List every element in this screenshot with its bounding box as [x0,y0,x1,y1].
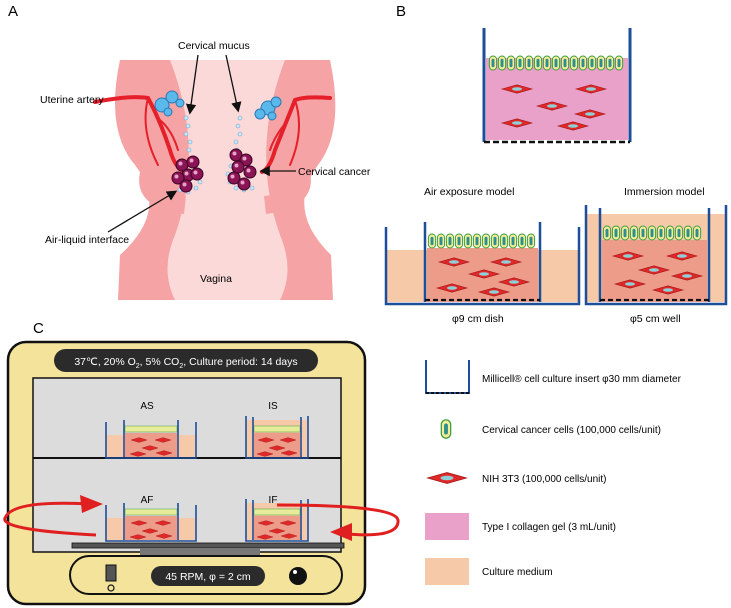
insert-af [105,503,197,542]
shaker-speed-text: 45 RPM, φ = 2 cm [165,571,251,583]
panel-b-label: B [396,3,406,20]
rotation-arrows [3,501,400,537]
legend-nih3t3: NIH 3T3 (100,000 cells/unit) [482,474,607,485]
arrow-mucus-right [225,54,242,113]
label-cervical-cancer: Cervical cancer [298,166,371,178]
insert-as [105,420,197,459]
group-if-label: IF [269,495,278,506]
legend-collagen-swatch [425,513,469,540]
label-air-exposure-model: Air exposure model [424,186,514,198]
panel-c-label: C [33,320,44,337]
conditions-pill [54,349,318,372]
shaker-platform [71,542,345,549]
cervical-canal [167,60,288,300]
legend: Millicell® cell culture insert φ30 mm di… [425,360,682,585]
cervix-illustration [115,60,336,300]
label-well: φ5 cm well [630,313,681,325]
immersion-well [584,205,728,306]
label-immersion-model: Immersion model [624,186,705,198]
shaker: 45 RPM, φ = 2 cm [69,542,345,595]
label-dish: φ9 cm dish [452,313,504,325]
group-as-label: AS [140,401,154,412]
arrow-interface [107,190,178,233]
label-air-liquid-interface: Air-liquid interface [45,234,129,246]
insert-diagram-top [482,28,632,144]
legend-collagen: Type I collagen gel (3 mL/unit) [482,522,616,533]
legend-medium: Culture medium [482,567,553,578]
group-af-label: AF [141,495,154,506]
arrow-head-right [330,523,352,541]
legend-cancer-cell-icon [440,419,452,439]
dial-knob-icon [289,567,307,585]
arrow-mucus-left [185,54,199,115]
arrow-head-left [80,495,103,513]
conditions-text: 37℃, 20% O2, 5% CO2, Culture period: 14 … [74,356,297,370]
air-exposure-dish [384,222,581,306]
legend-insert: Millicell® cell culture insert φ30 mm di… [482,374,682,385]
label-vagina: Vagina [200,273,232,285]
legend-cancer-cells: Cervical cancer cells (100,000 cells/uni… [482,425,661,436]
shaker-pill [151,566,265,586]
insert-is [245,416,309,459]
label-uterine-artery: Uterine artery [40,94,104,106]
panel-a-label: A [8,3,18,20]
legend-medium-swatch [425,558,469,585]
group-is-label: IS [268,401,278,412]
legend-insert-icon [425,360,470,394]
shaker-stand [140,548,260,556]
insert-if [245,499,309,542]
legend-fibroblast-icon [426,471,468,485]
mucus-glands [154,90,282,121]
label-cervical-mucus: Cervical mucus [178,40,250,52]
power-switch-icon [105,564,117,582]
